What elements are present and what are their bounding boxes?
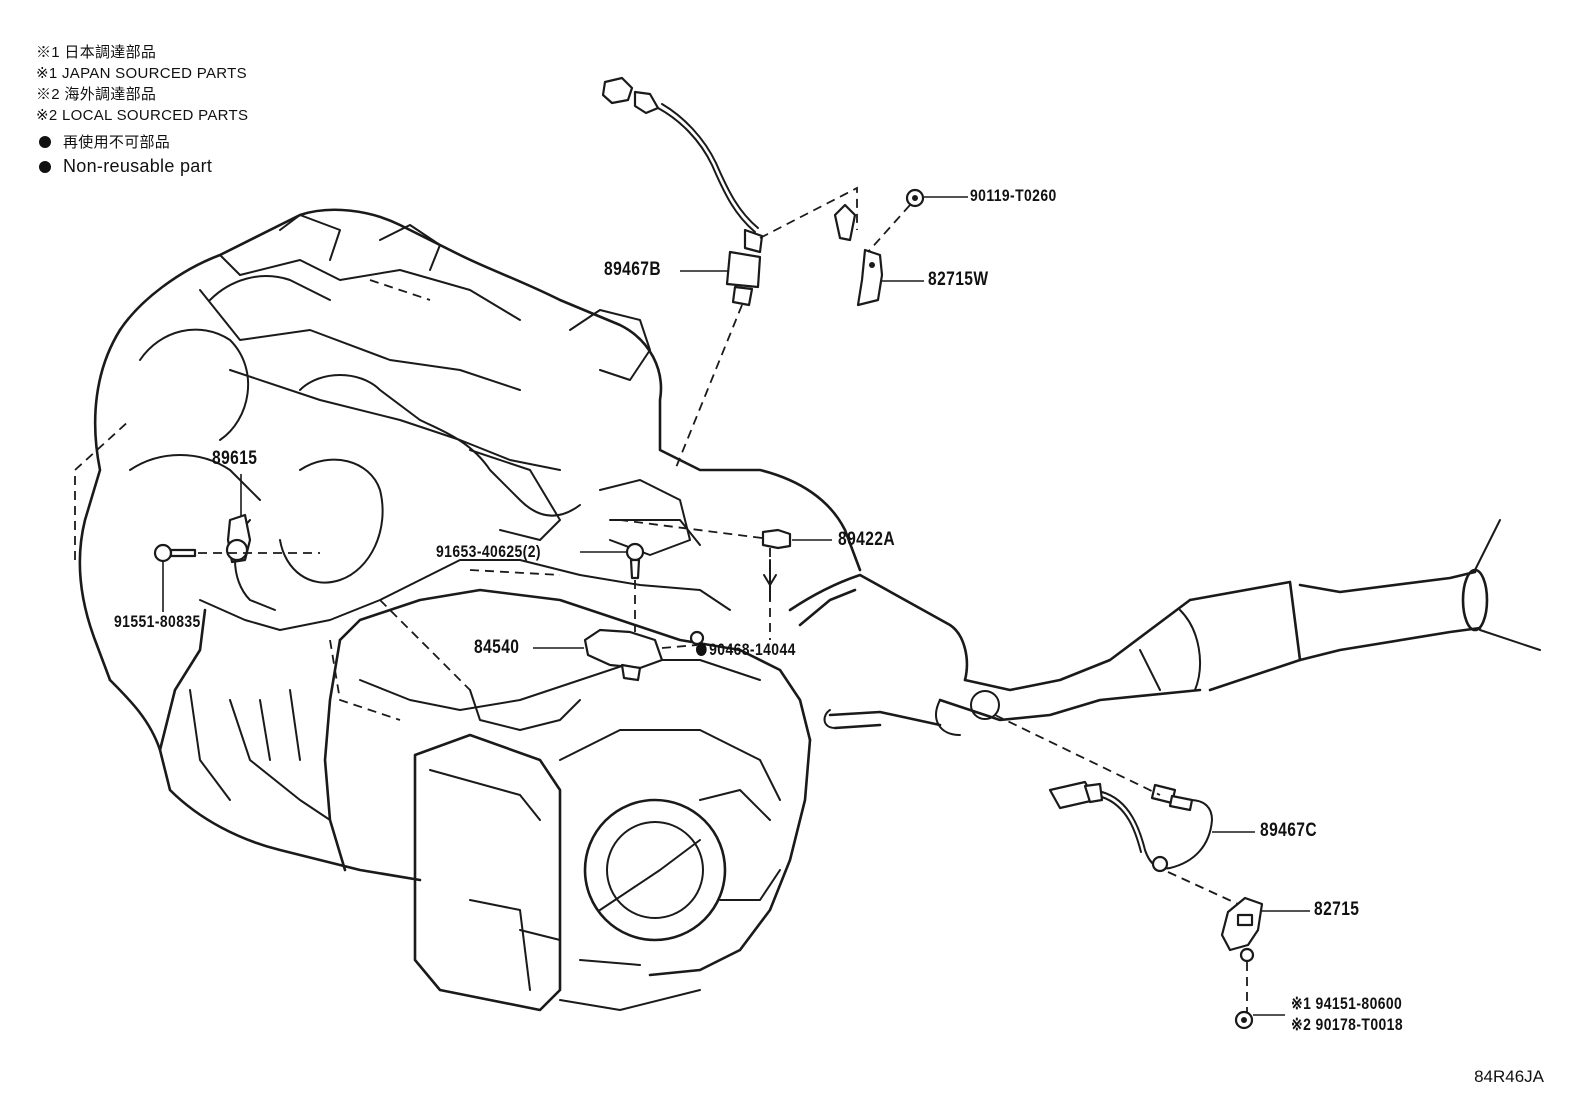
part-label-89467b[interactable]: 89467B <box>604 259 662 280</box>
bracket-82715w <box>833 188 925 307</box>
legend-note2-en: ※2 LOCAL SOURCED PARTS <box>36 107 249 124</box>
nonreusable-dot-icon <box>39 136 51 148</box>
part-label-94151[interactable]: ※1 94151-80600 <box>1291 994 1403 1013</box>
part-label-89422a[interactable]: 89422A <box>838 529 896 550</box>
legend: ※1 日本調達部品 ※1 JAPAN SOURCED PARTS ※2 海外調達… <box>36 42 248 179</box>
exhaust-pipe <box>788 519 1541 736</box>
legend-note1-en: ※1 JAPAN SOURCED PARTS <box>36 65 247 82</box>
knock-sensor-89615 <box>153 513 252 564</box>
nonreusable-dot-icon <box>696 643 707 656</box>
part-label-89467c[interactable]: 89467C <box>1260 820 1318 841</box>
part-label-90468-row[interactable]: 90468-14044 <box>696 640 796 660</box>
part-label-82715w[interactable]: 82715W <box>928 269 989 290</box>
sensor-89422a <box>761 528 792 601</box>
part-label-84540[interactable]: 84540 <box>474 637 520 658</box>
part-label-91653[interactable]: 91653-40625(2) <box>436 542 541 561</box>
part-label-90468: 90468-14044 <box>709 640 796 659</box>
legend-nonreuse-ja-row: 再使用不可部品 <box>36 132 248 153</box>
engine-outline <box>74 208 862 1012</box>
legend-note1-ja: ※1 日本調達部品 <box>36 44 157 61</box>
neutral-switch-84540 <box>583 542 705 682</box>
nonreusable-dot-icon <box>39 161 51 173</box>
legend-note2-ja: ※2 海外調達部品 <box>36 86 157 103</box>
legend-nonreuse-en: Non-reusable part <box>63 156 213 176</box>
sensor-89467b <box>601 76 764 307</box>
diagram-code: 84R46JA <box>1474 1067 1544 1086</box>
legend-nonreuse-ja: 再使用不可部品 <box>63 134 171 151</box>
bracket-82715 <box>1220 896 1264 963</box>
part-label-89615[interactable]: 89615 <box>212 448 258 469</box>
sensor-89467c <box>1048 780 1213 873</box>
part-label-90119[interactable]: 90119-T0260 <box>970 186 1057 205</box>
part-label-82715[interactable]: 82715 <box>1314 899 1360 920</box>
part-label-91551[interactable]: 91551-80835 <box>114 612 201 631</box>
bolt-94151 <box>1234 1010 1254 1030</box>
part-label-90178[interactable]: ※2 90178-T0018 <box>1291 1015 1403 1034</box>
legend-nonreuse-en-row: Non-reusable part <box>36 153 248 179</box>
